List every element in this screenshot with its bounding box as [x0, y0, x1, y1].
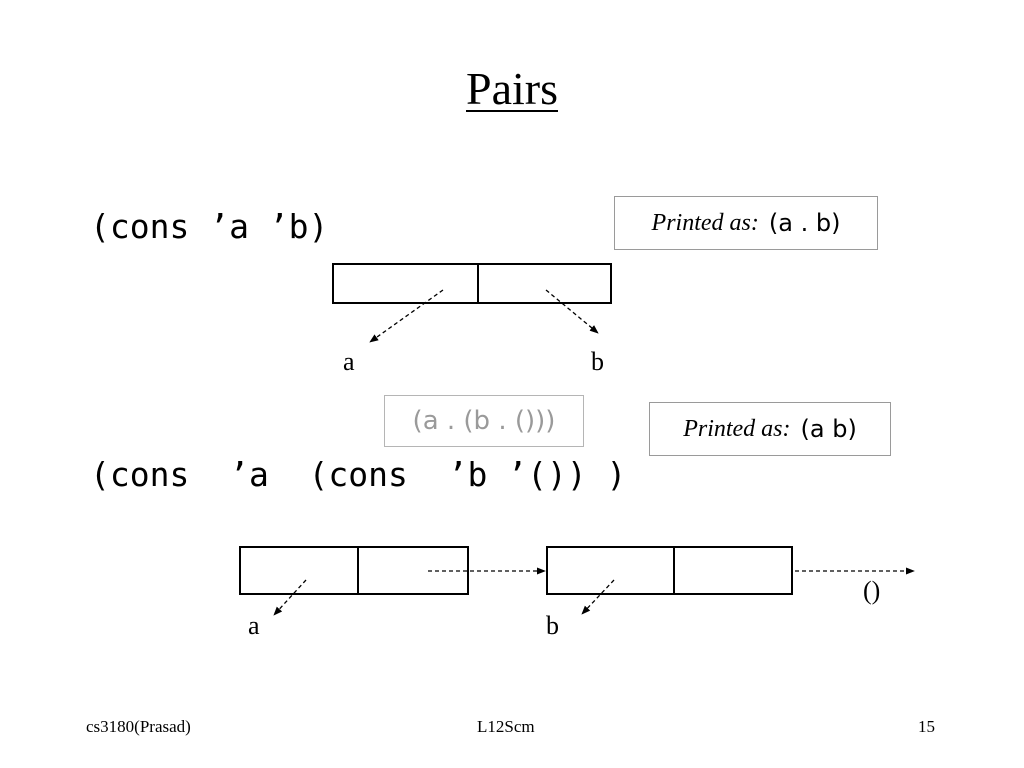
printed-as-value: (a b)	[800, 415, 857, 443]
empty-list-atom: ()	[863, 576, 881, 605]
printed-as-label: Printed as:	[683, 415, 791, 442]
cons-cell-1-car	[239, 546, 360, 595]
cons-cell-cdr	[477, 263, 612, 304]
footer-page-number: 15	[918, 717, 935, 736]
cons-expression-1: (cons ’a ’b)	[90, 207, 329, 246]
dotted-notation-box: (a . (b . ()))	[384, 395, 584, 447]
printed-as-label: Printed as:	[651, 209, 759, 236]
footer-course: cs3180(Prasad)	[86, 717, 191, 736]
atom-a: a	[248, 611, 260, 640]
printed-as-value: (a . b)	[768, 209, 841, 237]
cons-expression-2: (cons ’a (cons ’b ’()) )	[90, 455, 627, 494]
cons-cell-car	[332, 263, 480, 304]
cons-cell-2-cdr	[673, 546, 793, 595]
printed-as-box-2: Printed as: (a b)	[649, 402, 891, 456]
footer-lecture: L12Scm	[477, 717, 535, 736]
cons-cell-2-car	[546, 546, 676, 595]
atom-a: a	[343, 347, 355, 376]
atom-b: b	[546, 611, 559, 640]
atom-b: b	[591, 347, 604, 376]
slide-title: Pairs	[466, 63, 558, 114]
cons-cell-1-cdr	[357, 546, 469, 595]
printed-as-box-1: Printed as: (a . b)	[614, 196, 878, 250]
